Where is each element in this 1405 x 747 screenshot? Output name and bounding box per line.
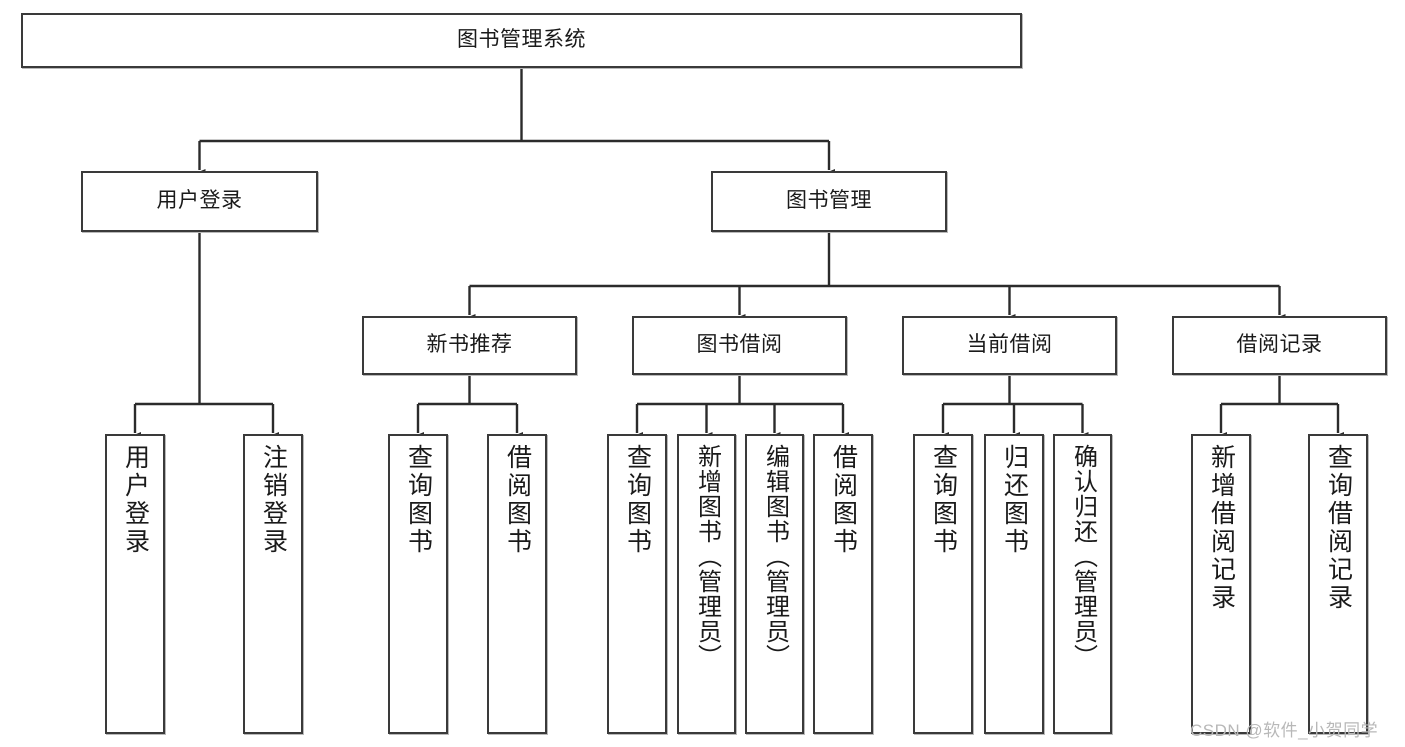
node-leaf_2[interactable]: 查询图书 [388,434,448,734]
node-l2_1[interactable]: 图书借阅 [632,316,847,375]
node-leaf_4[interactable]: 查询图书 [607,434,667,734]
node-label: 编辑图书（管理员） [761,444,789,669]
node-leaf_6[interactable]: 编辑图书（管理员） [745,434,804,734]
node-leaf_5[interactable]: 新增图书（管理员） [677,434,736,734]
node-leaf_9[interactable]: 归还图书 [984,434,1044,734]
node-leaf_7[interactable]: 借阅图书 [813,434,873,734]
node-l2_2[interactable]: 当前借阅 [902,316,1117,375]
node-leaf_0[interactable]: 用户登录 [105,434,165,734]
node-label: 借阅图书 [829,444,858,556]
node-leaf_3[interactable]: 借阅图书 [487,434,547,734]
node-label: 用户登录 [156,189,243,213]
node-label: 新增借阅记录 [1207,444,1236,612]
node-label: 查询借阅记录 [1324,444,1353,612]
node-label: 新书推荐 [426,333,513,357]
node-label: 图书管理 [786,189,872,213]
node-l2_3[interactable]: 借阅记录 [1172,316,1387,375]
watermark: CSDN @软件_小贺同学 [1190,721,1379,740]
node-label: 归还图书 [1000,444,1029,556]
node-root[interactable]: 图书管理系统 [21,13,1022,68]
node-leaf_12[interactable]: 查询借阅记录 [1308,434,1368,734]
node-label: 借阅记录 [1236,333,1323,357]
node-label: 查询图书 [929,444,958,556]
node-label: 查询图书 [404,444,433,556]
node-label: 图书借阅 [696,333,783,357]
node-l1_1[interactable]: 图书管理 [711,171,947,232]
node-label: 确认归还（管理员） [1069,444,1097,669]
node-label: 当前借阅 [966,333,1053,357]
node-label: 查询图书 [623,444,652,556]
node-label: 注销登录 [259,444,288,556]
node-label: 借阅图书 [503,444,532,556]
node-leaf_10[interactable]: 确认归还（管理员） [1053,434,1112,734]
node-label: 新增图书（管理员） [693,444,721,669]
node-label: 图书管理系统 [457,28,586,52]
node-label: 用户登录 [121,444,150,556]
node-l1_0[interactable]: 用户登录 [81,171,318,232]
node-leaf_8[interactable]: 查询图书 [913,434,973,734]
node-leaf_1[interactable]: 注销登录 [243,434,303,734]
node-leaf_11[interactable]: 新增借阅记录 [1191,434,1251,734]
node-l2_0[interactable]: 新书推荐 [362,316,577,375]
